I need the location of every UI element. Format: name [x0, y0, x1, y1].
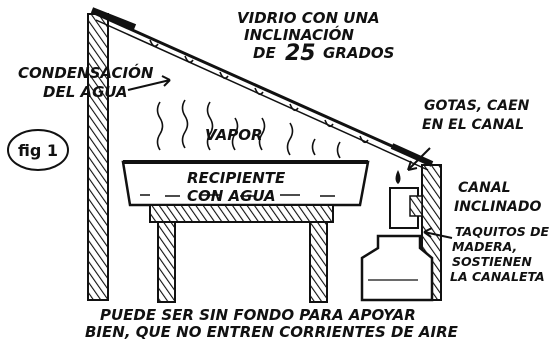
glass-label-line1: VIDRIO CON UNA: [237, 9, 380, 27]
blocks-label-line3: SOSTIENEN: [452, 254, 532, 269]
channel-label-line2: INCLINADO: [454, 199, 542, 215]
blocks-label-line4: LA CANALETA: [450, 269, 545, 284]
drops-label-line1: GOTAS, CAEN: [424, 98, 530, 114]
caption-line2: BIEN, QUE NO ENTREN CORRIENTES DE AIRE: [85, 323, 459, 341]
left-wall: [87, 13, 109, 301]
collection-channel: [389, 170, 423, 272]
inclined-glass: [90, 7, 434, 171]
vapor-label: VAPOR: [205, 126, 263, 144]
figure-number-label: fig 1: [18, 141, 58, 160]
glass-label-line3-suffix: GRADOS: [323, 44, 394, 62]
glass-label-line3-prefix: DE: [253, 44, 276, 62]
condensation-label-line2: DEL AGUA: [43, 83, 128, 101]
container-label-line2: CON AGUA: [187, 187, 276, 205]
drops-label-line2: EN EL CANAL: [422, 117, 524, 133]
caption-line1: PUEDE SER SIN FONDO PARA APOYAR: [100, 306, 416, 324]
water-container: [121, 160, 370, 207]
glass-label-line2: INCLINACIÓN: [244, 25, 354, 44]
vapor-lines: [156, 99, 341, 159]
container-label-line1: RECIPIENTE: [187, 169, 286, 187]
collection-jar: [360, 234, 434, 302]
glass-label-angle: 25: [285, 41, 316, 66]
channel-label-line1: CANAL: [458, 180, 511, 196]
pointer-arrows: [127, 75, 453, 239]
condensation-label-line1: CONDENSACIÓN: [18, 63, 154, 82]
blocks-label-line1: TAQUITOS DE: [455, 224, 550, 239]
blocks-label-line2: MADERA,: [452, 239, 517, 254]
support-table: [149, 204, 334, 303]
figure-number-badge: fig 1: [7, 129, 69, 171]
